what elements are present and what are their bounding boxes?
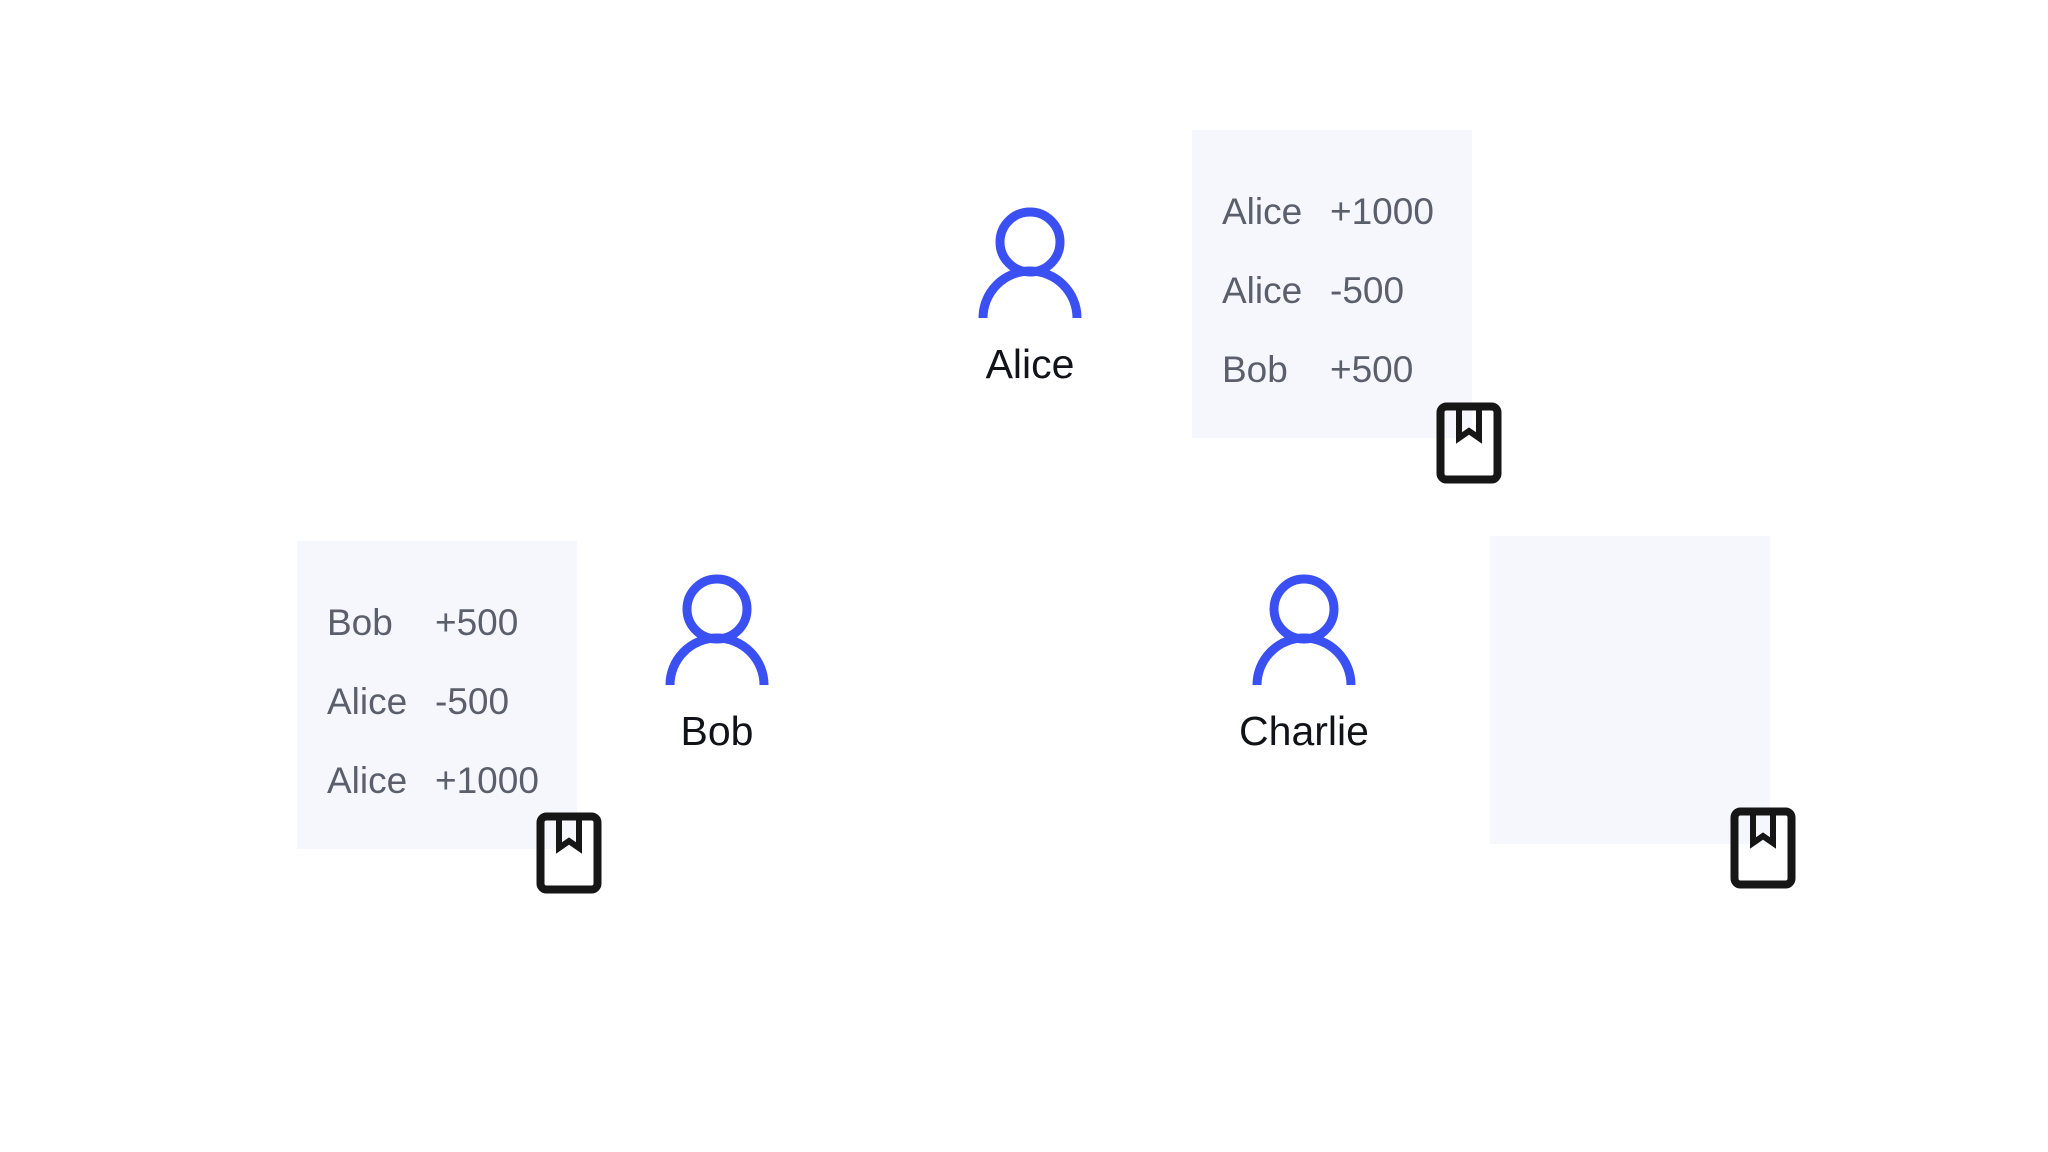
node-name: Alice [985,341,1075,387]
user-icon [978,207,1082,319]
book-icon [1436,402,1502,484]
ledger-row: Alice -500 [327,662,577,741]
ledger-charlie [1490,536,1770,844]
ledger-entry-name: Alice [1222,191,1303,232]
ledger-entry-name: Alice [327,760,408,801]
node-name: Bob [680,708,754,754]
ledger-row: Alice -500 [1222,251,1472,330]
ledger-row: Bob +500 [1222,330,1472,409]
ledger-entry-amount: +500 [435,602,519,643]
ledger-row: Alice +1000 [1222,172,1472,251]
node-bob: Bob [607,573,827,755]
ledger-entry-amount: +1000 [435,760,539,801]
ledger-row: Alice +1000 [327,741,577,820]
ledger-entry-name: Bob [327,602,393,643]
ledger-entry-name: Alice [1222,270,1303,311]
ledger-entry-amount: -500 [435,681,510,722]
ledger-entry-name: Bob [1222,349,1288,390]
ledger-bob: Bob +500 Alice -500 Alice +1000 [297,541,577,849]
user-icon [1252,574,1356,686]
ledger-entry-name: Alice [327,681,408,722]
node-alice: Alice [920,206,1140,388]
ledger-entry-amount: -500 [1330,270,1405,311]
node-name: Charlie [1239,708,1369,754]
ledger-entry-amount: +500 [1330,349,1414,390]
ledger-alice: Alice +1000 Alice -500 Bob +500 [1192,130,1472,438]
ledger-entry-amount: +1000 [1330,191,1434,232]
node-charlie: Charlie [1194,573,1414,755]
ledger-row: Bob +500 [327,583,577,662]
user-icon [665,574,769,686]
book-icon [1730,807,1796,889]
book-icon [536,812,602,894]
